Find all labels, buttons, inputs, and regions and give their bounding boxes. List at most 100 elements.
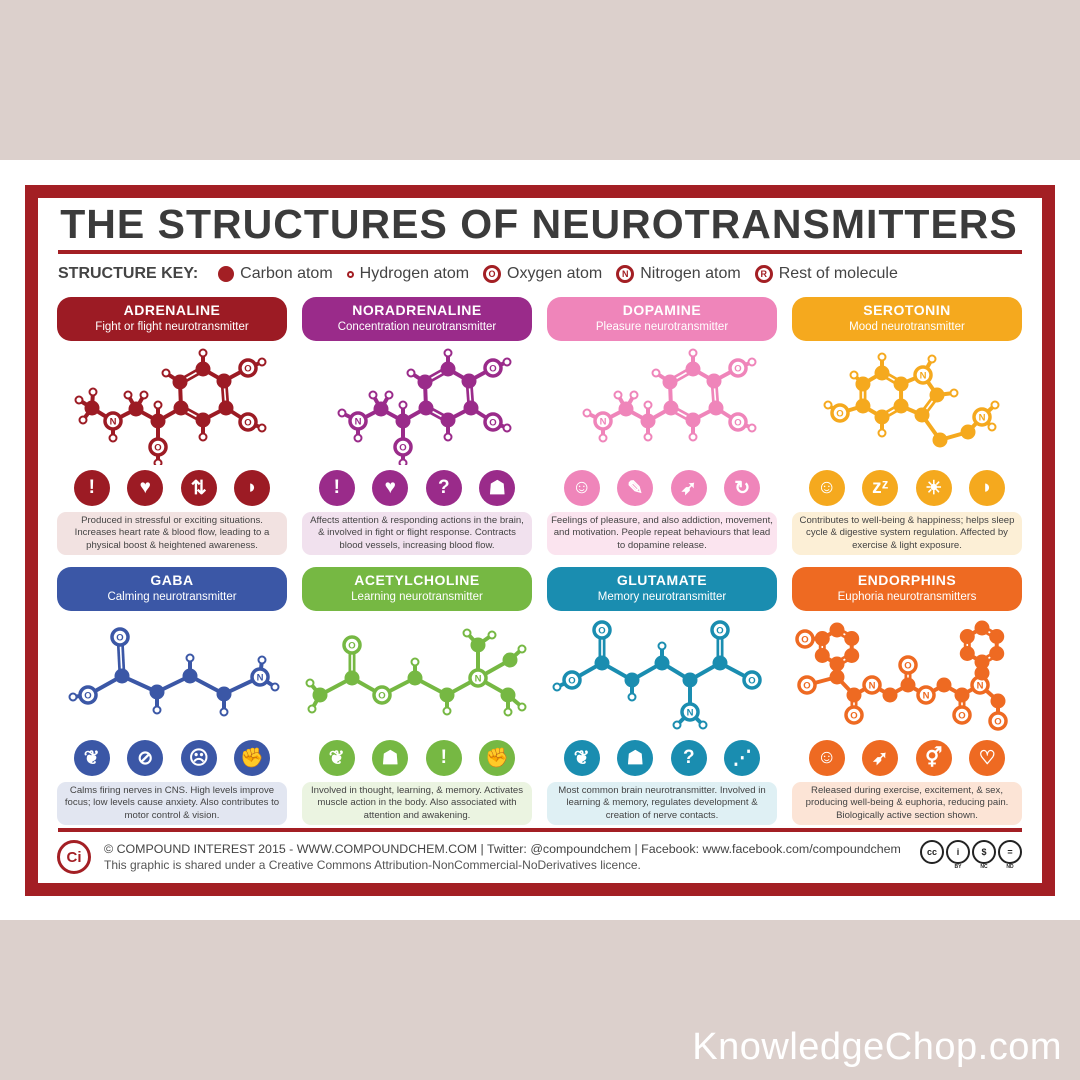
neurotransmitter-name: ENDORPHINS xyxy=(857,572,957,588)
running-icon: ➶ xyxy=(862,740,899,776)
atom-symbol: N xyxy=(475,674,482,685)
carbon-atom xyxy=(829,622,845,638)
atom-symbol: O xyxy=(244,364,251,375)
hydrogen-atom xyxy=(74,395,84,405)
atom-symbol: N xyxy=(923,691,930,702)
neurotransmitter-role: Calming neurotransmitter xyxy=(107,591,237,603)
atom-symbol: O xyxy=(568,676,575,687)
hydrogen-atom xyxy=(949,388,959,398)
card-header: ENDORPHINS Euphoria neurotransmitters xyxy=(792,567,1022,611)
atom-symbol: O xyxy=(399,443,406,454)
neurotransmitter-name: DOPAMINE xyxy=(622,302,702,318)
card-header: DOPAMINE Pleasure neurotransmitter xyxy=(547,297,777,341)
carbon-atom xyxy=(502,652,518,668)
carbon-atom xyxy=(663,400,679,416)
key-rest-label: Rest of molecule xyxy=(778,265,898,282)
neurotransmitter-name: GABA xyxy=(150,572,194,588)
carbon-atom xyxy=(712,655,728,671)
neurotransmitter-role: Concentration neurotransmitter xyxy=(337,321,497,333)
alert-icon: ! xyxy=(425,740,462,776)
hydrogen-atom xyxy=(153,400,163,410)
oxygen-atom xyxy=(238,358,258,378)
neurotransmitter-role: Memory neurotransmitter xyxy=(597,591,727,603)
smiley-icon: ☺ xyxy=(808,470,845,506)
hydrogen-atom xyxy=(517,702,527,712)
effect-icons: ❦⊘☹✊ xyxy=(57,740,287,776)
hydrogen-atom xyxy=(517,644,527,654)
description: Calms firing nerves in CNS. High levels … xyxy=(57,782,287,825)
carbon-atom xyxy=(706,373,722,389)
carbon-atom xyxy=(195,361,211,377)
neurotransmitter-role: Learning neurotransmitter xyxy=(351,591,483,603)
carbon-atom xyxy=(874,365,890,381)
hydrogen-atom xyxy=(651,368,661,378)
carbon-atom xyxy=(682,672,698,688)
molecule-structure: NOO xyxy=(582,348,757,443)
carbon-atom xyxy=(929,387,945,403)
divider xyxy=(58,250,1022,254)
reading-person-icon: ☗ xyxy=(372,740,409,776)
hydrogen-atom xyxy=(307,704,317,714)
hydrogen-atom xyxy=(552,682,562,692)
question-icon: ? xyxy=(670,740,707,776)
atom-symbol: O xyxy=(904,661,911,672)
oxygen-atom xyxy=(372,685,392,705)
carbon-atom xyxy=(974,620,990,636)
hydrogen-atom xyxy=(502,423,512,433)
hydrogen-atom xyxy=(877,352,887,362)
description: Contributes to well-being & happiness; h… xyxy=(792,512,1022,555)
carbon-atom xyxy=(882,687,898,703)
carbon-atom xyxy=(173,400,189,416)
oxygen-atom xyxy=(483,412,503,432)
carbon-atom xyxy=(932,432,948,448)
atom-symbol: N xyxy=(257,673,264,684)
noderivatives-icon: = xyxy=(998,840,1022,864)
attribution-icon: i xyxy=(946,840,970,864)
hydrogen-atom xyxy=(257,655,267,665)
hydrogen-atom xyxy=(123,390,133,400)
hydrogen-atom xyxy=(443,432,453,442)
oxygen-atom xyxy=(483,358,503,378)
brain-icon: ❦ xyxy=(73,740,110,776)
carbon-atom xyxy=(974,665,990,681)
oxygen-atom xyxy=(592,620,612,640)
carbon-atom xyxy=(172,374,188,390)
carbon-atom xyxy=(989,629,1005,644)
nitrogen-atom xyxy=(348,411,368,431)
atom-symbol: O xyxy=(850,711,857,722)
neurotransmitter-role: Fight or flight neurotransmitter xyxy=(95,321,249,333)
hydrogen-atom xyxy=(613,390,623,400)
carbon-atom xyxy=(893,376,909,392)
neurotransmitter-name: ACETYLCHOLINE xyxy=(354,572,480,588)
card-noradrenaline: NORADRENALINE Concentration neurotransmi… xyxy=(302,297,532,557)
effect-icons: !♥?☗ xyxy=(302,470,532,506)
hydrogen-atom xyxy=(657,641,667,651)
nitrogen-atom xyxy=(680,702,700,722)
hydrogen-atom xyxy=(629,390,639,400)
hydrogen-atom xyxy=(257,423,267,433)
atom-symbol: N xyxy=(979,413,986,424)
oxygen-atom xyxy=(797,675,817,695)
smiley-icon: ☺ xyxy=(563,470,600,506)
nd-badge: =ND xyxy=(998,840,1022,870)
hydrogen-atom xyxy=(410,657,420,667)
oxygen-atom xyxy=(342,635,362,655)
carbon-atom xyxy=(685,361,701,377)
atom-symbol: O xyxy=(489,418,496,429)
hydrogen-atom xyxy=(384,390,394,400)
carbon-atom xyxy=(312,687,328,703)
hydrogen-atom xyxy=(398,458,408,465)
hydrogen-atom xyxy=(305,678,315,688)
carbon-atom xyxy=(500,687,516,703)
hydrogen-atom xyxy=(368,390,378,400)
hydrogen-atom xyxy=(68,692,78,702)
hydrogen-atom xyxy=(672,720,682,730)
hydrogen-atom xyxy=(582,408,592,418)
cc-badge: cc xyxy=(920,840,944,870)
carbon-atom xyxy=(216,373,232,389)
